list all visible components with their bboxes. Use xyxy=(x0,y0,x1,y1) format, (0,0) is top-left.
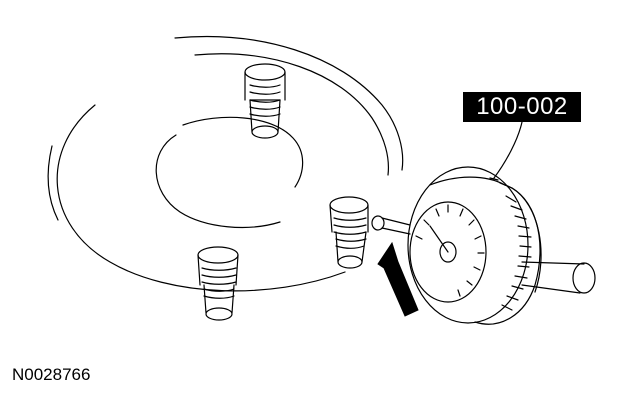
hub-flange-outline xyxy=(47,35,404,292)
dial-indicator xyxy=(371,166,596,325)
hub-bore-outline xyxy=(155,116,304,229)
figure-id: N0028766 xyxy=(12,365,91,384)
wheel-stud-lower xyxy=(197,246,239,321)
tool-callout-box: 100-002 xyxy=(463,92,581,122)
callout-leader-line xyxy=(493,121,523,179)
direction-arrow-icon xyxy=(377,241,419,317)
wheel-stud-right xyxy=(329,196,369,269)
wheel-stud-top xyxy=(244,63,286,139)
tool-callout-label: 100-002 xyxy=(476,93,568,120)
